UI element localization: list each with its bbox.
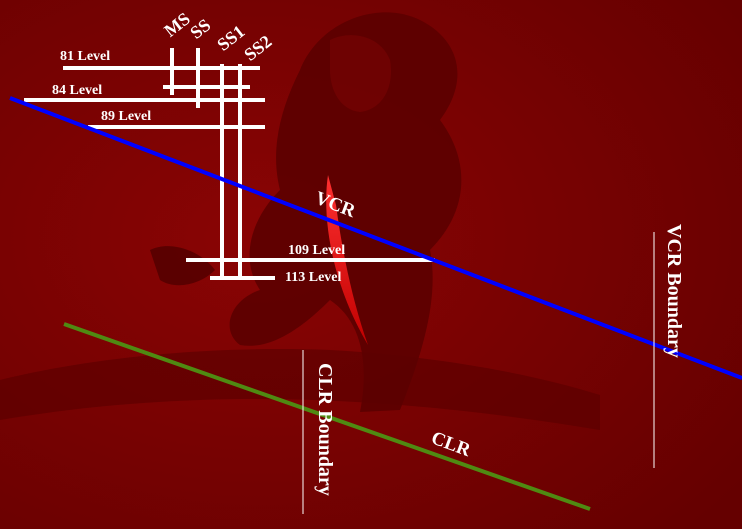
- level-113-label: 113 Level: [285, 270, 342, 285]
- level-81-label: 81 Level: [60, 49, 111, 64]
- clr-line: [63, 322, 591, 511]
- level-84-label: 84 Level: [52, 83, 103, 98]
- vcr-line: [9, 96, 742, 380]
- lion-statue-art: [0, 12, 600, 430]
- clr-boundary-label: CLR Boundary: [314, 363, 336, 496]
- level-lines: [24, 66, 435, 280]
- red-flame-art: [326, 175, 368, 345]
- level-89-label: 89 Level: [101, 109, 152, 124]
- vcr-boundary-label: VCR Boundary: [663, 224, 685, 358]
- level-109-label: 109 Level: [288, 243, 346, 258]
